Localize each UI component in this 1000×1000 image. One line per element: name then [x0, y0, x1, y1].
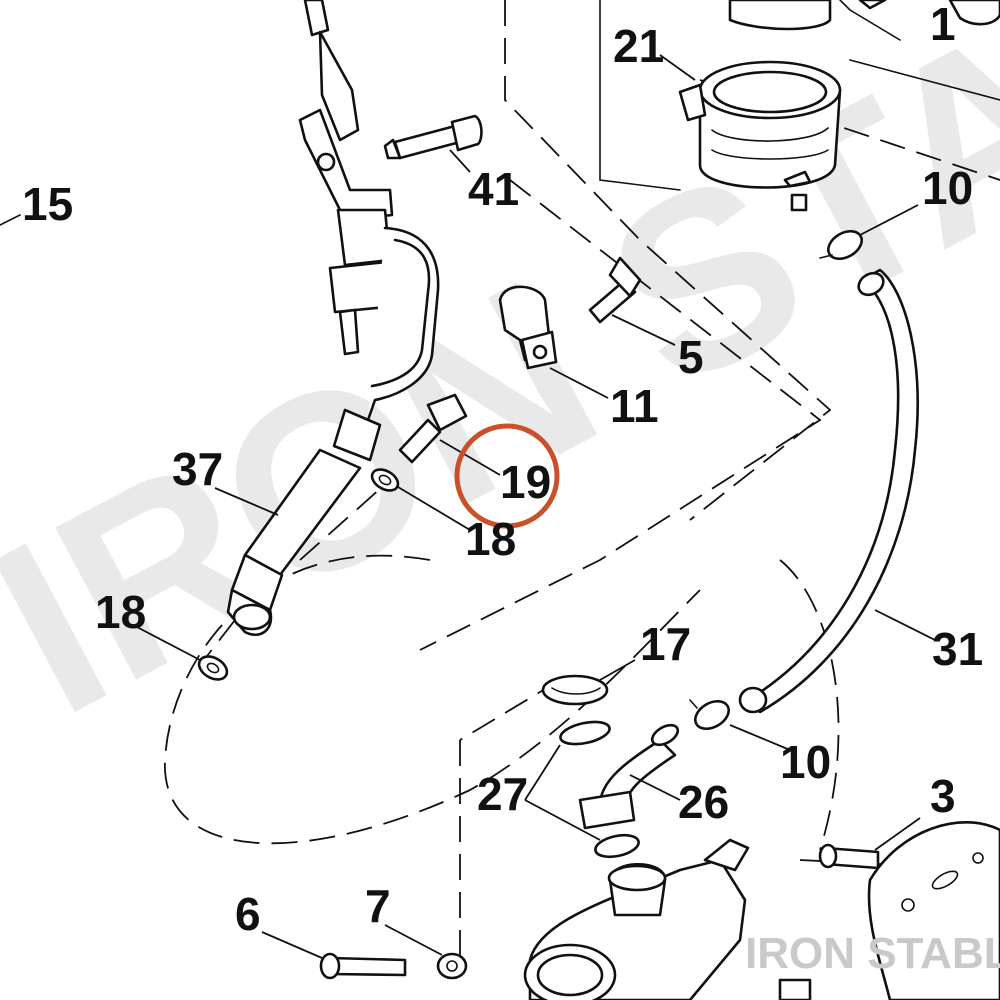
pressure-switch-part	[0, 0, 440, 422]
callout-19: 19	[500, 456, 551, 508]
callout-37: 37	[172, 443, 223, 495]
banjo-bolt-part	[398, 393, 468, 464]
hose-31-part	[738, 268, 919, 714]
master-cylinder-part	[523, 838, 812, 1000]
washer-7-part	[436, 952, 468, 980]
reservoir-part	[678, 60, 842, 212]
retaining-ring-part	[559, 720, 640, 859]
callout-31: 31	[932, 623, 983, 675]
bracket-part	[867, 821, 1000, 1000]
callout-18-upper: 18	[465, 513, 516, 565]
callout-3: 3	[930, 770, 956, 822]
callout-17: 17	[640, 618, 691, 670]
leader-lines	[134, 54, 936, 959]
brand-watermark: IRON STABLE	[745, 929, 1000, 978]
screw-3-part	[818, 843, 880, 870]
callout-26: 26	[678, 776, 729, 828]
highlight-circle	[454, 423, 560, 529]
callout-15: 15	[22, 178, 73, 230]
hose-clamp-10b-part	[689, 699, 731, 731]
clamp-part	[498, 285, 558, 370]
hose-clamp-10a-part	[819, 229, 864, 261]
bolt-5-part	[588, 256, 642, 324]
cap-17-part	[541, 674, 609, 706]
callout-6: 6	[235, 888, 261, 940]
callout-18-lower: 18	[95, 586, 146, 638]
callout-41: 41	[468, 163, 519, 215]
elbow-fitting-part	[578, 723, 680, 830]
callout-5: 5	[678, 331, 704, 383]
callout-21: 21	[613, 20, 664, 72]
bolt-6-part	[319, 952, 407, 980]
callout-7: 7	[365, 880, 391, 932]
bolt-41-part	[383, 114, 483, 160]
callout-10-bottom: 10	[780, 736, 831, 788]
reservoir-bracket	[599, 0, 1000, 191]
washer-18a-part	[370, 468, 400, 492]
callout-27: 27	[477, 768, 528, 820]
callout-labels: 1 21 41 15 10 5 11 19 18 37 18 17 31 10 …	[22, 0, 983, 940]
callout-10-top: 10	[922, 162, 973, 214]
watermark-text: IRON STABLE	[0, 0, 1000, 767]
washer-18b-part	[197, 655, 229, 681]
watermark: IRON STABLE	[0, 0, 1000, 767]
brake-hose-part	[226, 408, 382, 637]
callout-1: 1	[930, 0, 956, 50]
callout-11: 11	[610, 380, 659, 432]
